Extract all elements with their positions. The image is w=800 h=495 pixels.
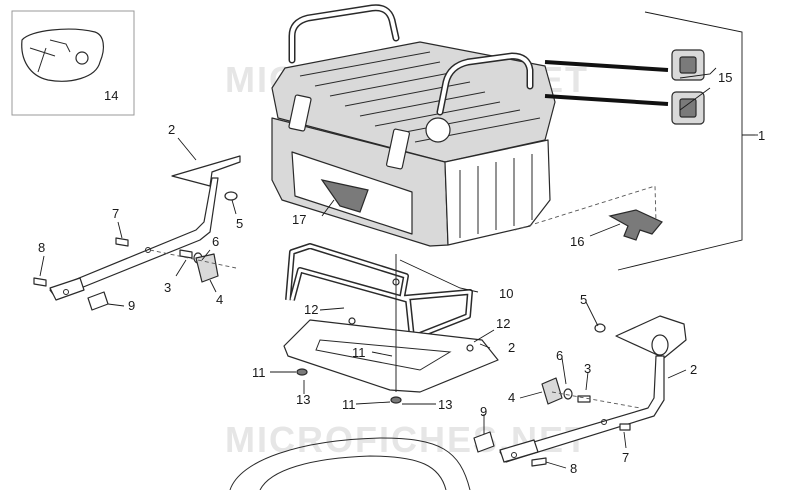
callout-13-right: 13: [438, 397, 452, 412]
callout-13-left: 13: [296, 392, 310, 407]
callout-11-center: 11: [352, 345, 366, 360]
left-support-arm: [33, 155, 241, 311]
callout-1: 1: [758, 128, 765, 143]
callout-8-right: 8: [570, 461, 577, 476]
mounting-plate: [608, 209, 663, 241]
top-case: [271, 4, 556, 247]
callout-8-left: 8: [38, 240, 45, 255]
callout-4-right: 4: [508, 390, 515, 405]
leader-lines: [39, 67, 755, 469]
callout-6-right: 6: [556, 348, 563, 363]
callout-2-left: 2: [168, 122, 175, 137]
callout-7-right: 7: [622, 450, 629, 465]
callout-11-bottom: 11: [342, 397, 356, 412]
callout-6-left: 6: [212, 234, 219, 249]
callout-4-left: 4: [216, 292, 223, 307]
rack-frame: [285, 243, 473, 341]
reflector-upper: [671, 49, 705, 81]
callout-2-right: 2: [690, 362, 697, 377]
callout-9-left: 9: [128, 298, 135, 313]
callout-3-right: 3: [584, 361, 591, 376]
callout-9-right: 9: [480, 404, 487, 419]
callout-5-left: 5: [236, 216, 243, 231]
inset-kit-box: [11, 10, 135, 116]
callout-11-left: 11: [252, 365, 266, 380]
callout-12-left: 12: [304, 302, 318, 317]
callout-17: 17: [292, 212, 306, 227]
corner-cap: [425, 117, 451, 143]
callout-12-right: 12: [496, 316, 510, 331]
seat-outline: [229, 437, 471, 491]
callout-2-center: 2: [508, 340, 515, 355]
tool-bag-icon: [21, 28, 105, 82]
callout-5-right: 5: [580, 292, 587, 307]
reflector-lower: [671, 91, 705, 125]
callout-16: 16: [570, 234, 584, 249]
latch-right: [385, 128, 411, 170]
callout-10: 10: [499, 286, 513, 301]
callout-14: 14: [104, 88, 118, 103]
callout-3-left: 3: [164, 280, 171, 295]
cap-icon: [75, 51, 89, 65]
callout-15: 15: [718, 70, 732, 85]
right-support-arm: [473, 315, 687, 467]
latch-left: [288, 94, 312, 132]
callout-7-left: 7: [112, 206, 119, 221]
lid-handle-recess: [320, 179, 369, 213]
